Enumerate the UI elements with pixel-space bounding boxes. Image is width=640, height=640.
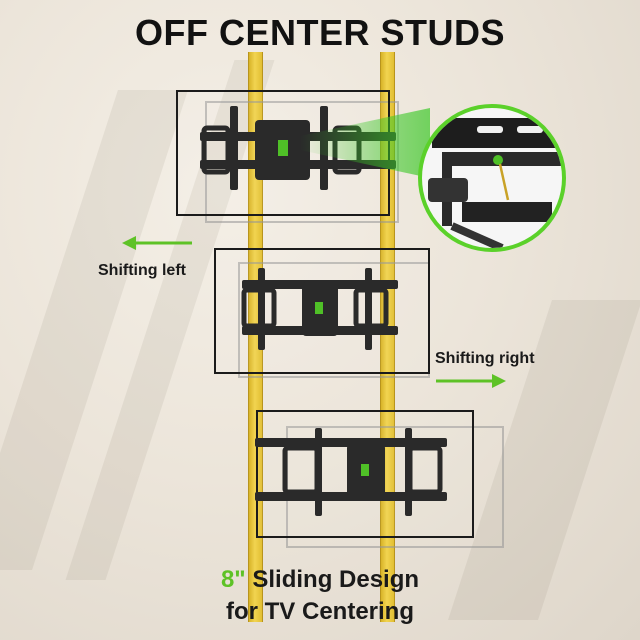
tv-mount-icon	[255, 428, 447, 516]
arrow-right-icon	[436, 374, 506, 388]
shifting-right-label: Shifting right	[435, 350, 535, 367]
zoom-detail-icon	[418, 104, 566, 252]
page-title: OFF CENTER STUDS	[134, 12, 505, 53]
arrow-left-icon	[122, 236, 192, 250]
shifting-left-label: Shifting left	[98, 262, 186, 279]
footer-line2: for TV Centering	[225, 598, 414, 625]
footer-line1: 8" Sliding Design	[0, 566, 640, 594]
tv-mount-icon	[200, 106, 396, 190]
footer-accent: 8"	[220, 566, 246, 593]
tv-mount-icon	[241, 268, 398, 350]
footer-line1-text: Sliding Design	[245, 566, 420, 593]
